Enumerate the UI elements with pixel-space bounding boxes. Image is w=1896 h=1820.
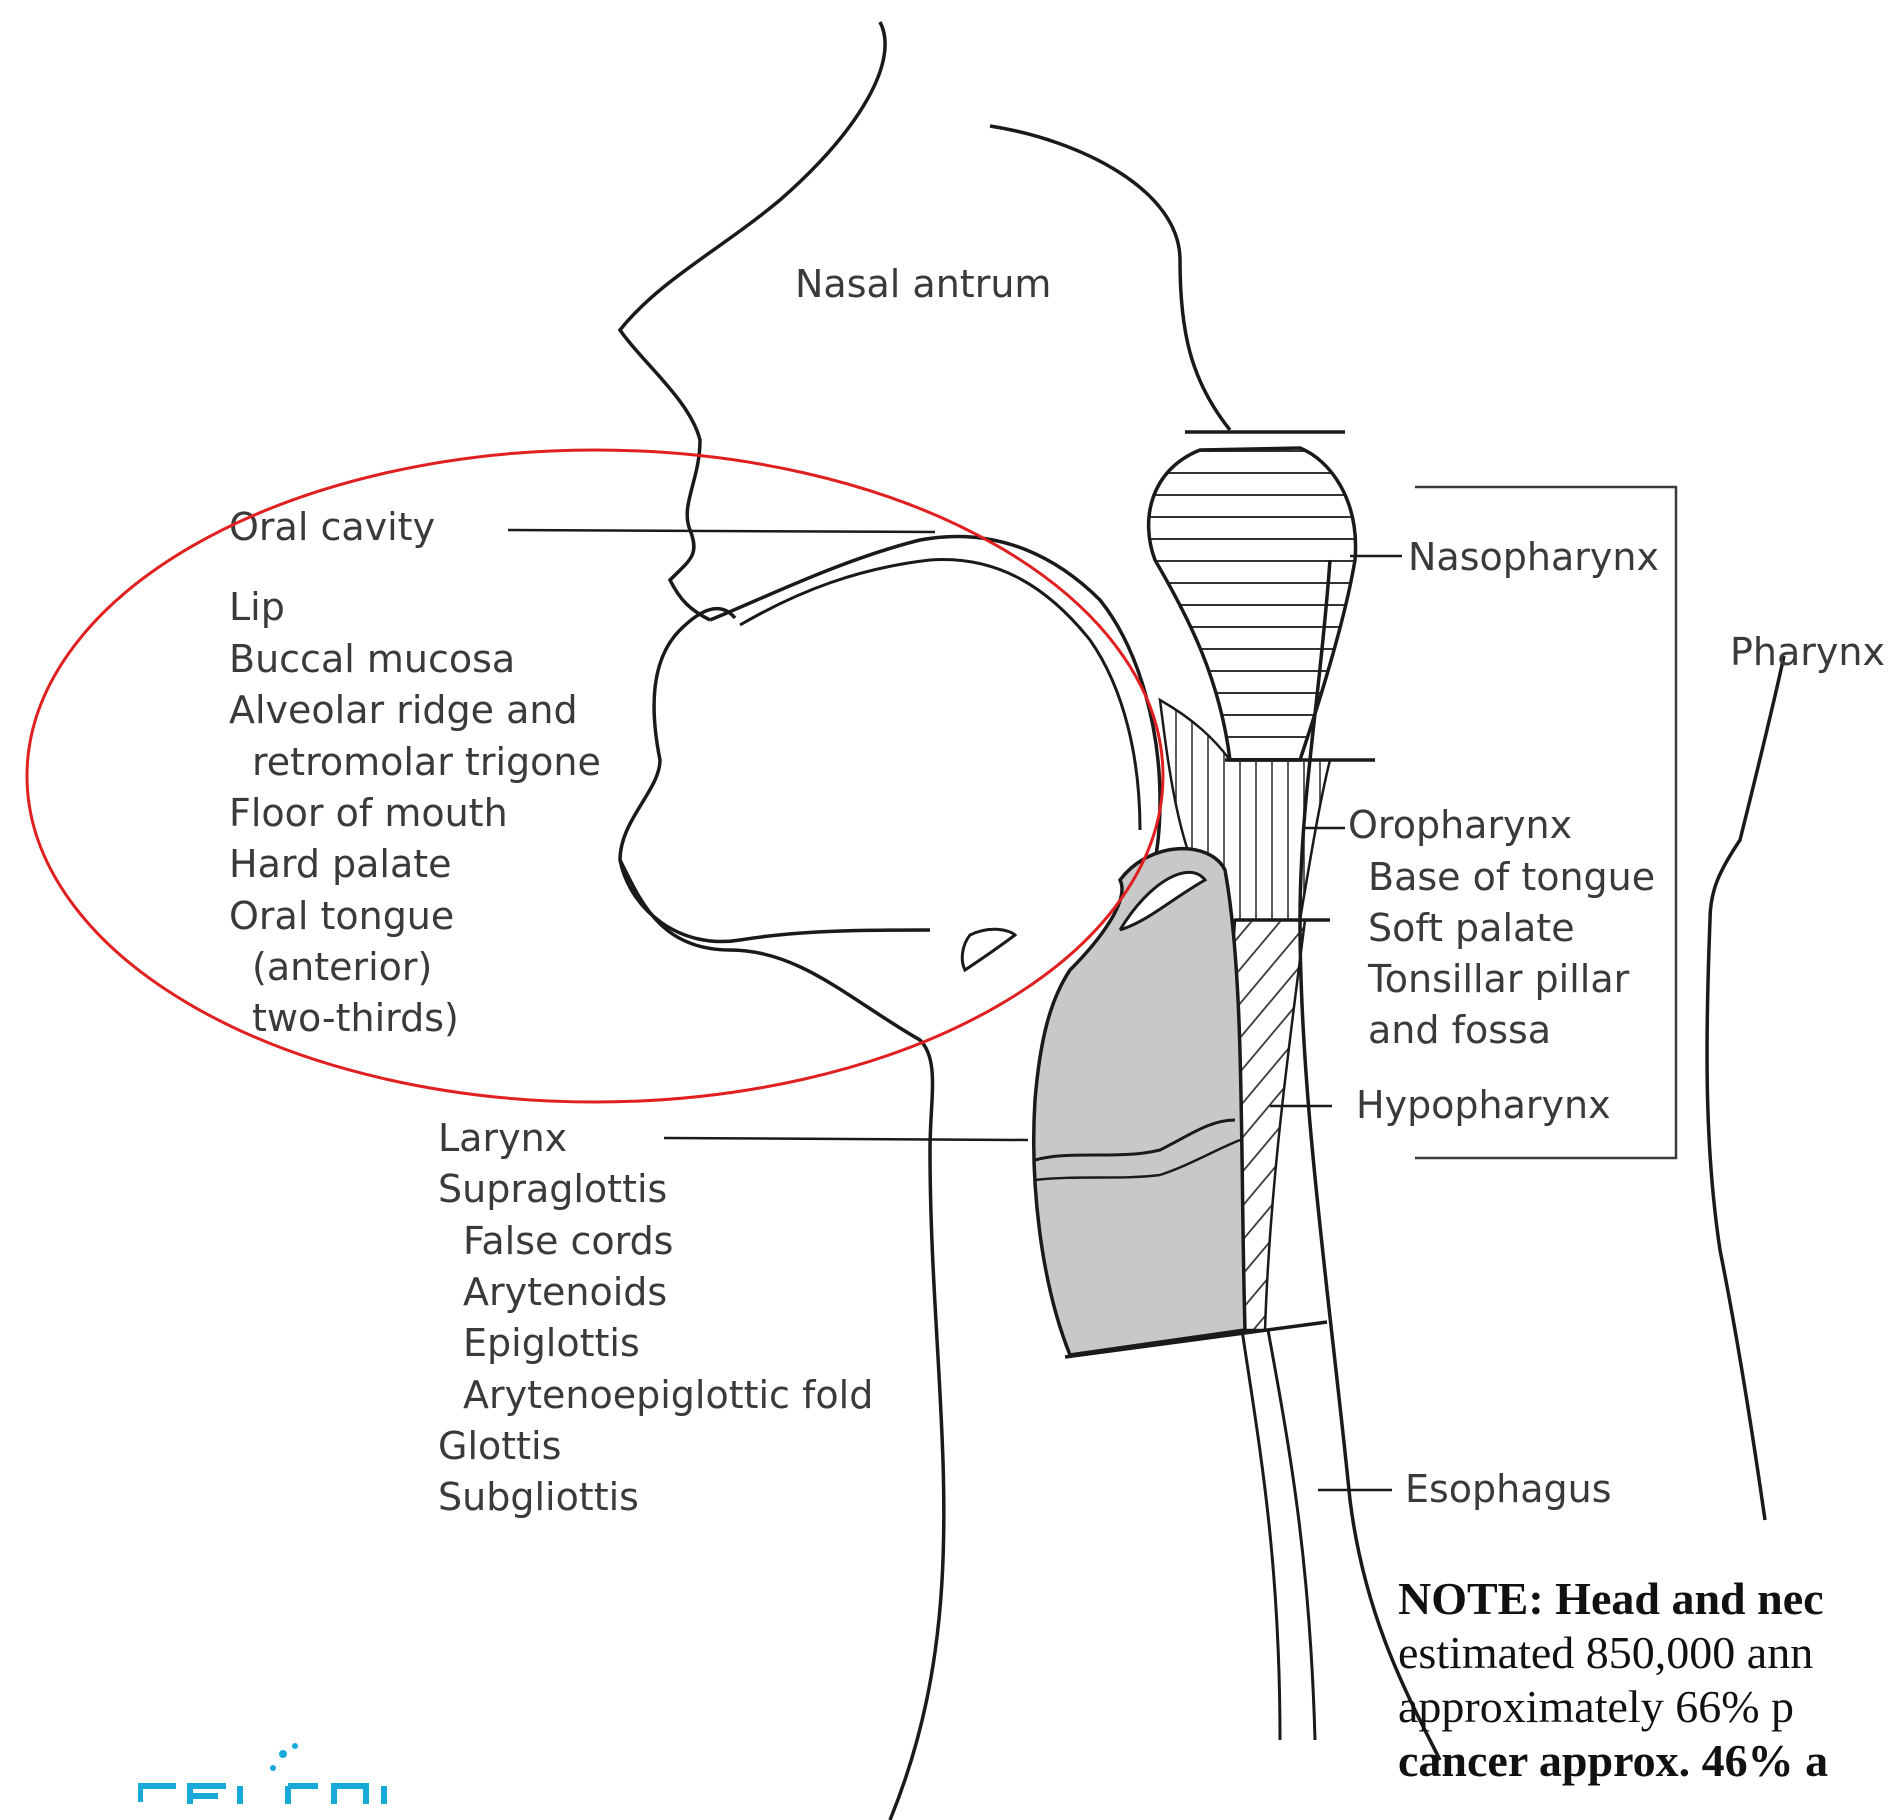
hyoid-bone-outline <box>962 929 1015 970</box>
hypopharynx-label: Hypopharynx <box>1356 1083 1611 1127</box>
oropharynx-item-soft-palate: Soft palate <box>1368 906 1575 950</box>
larynx-item-false-cords: False cords <box>463 1219 673 1263</box>
larynx-item-arytenoids: Arytenoids <box>463 1270 667 1314</box>
larynx-leader <box>664 1138 1028 1140</box>
oral-cavity-leader <box>508 530 935 532</box>
company-logo-icon <box>138 1742 458 1820</box>
chin-outline <box>620 860 944 1820</box>
oral-cavity-item-buccal-mucosa: Buccal mucosa <box>229 637 515 681</box>
oral-cavity-item-lip: Lip <box>229 585 285 629</box>
oral-cavity-item-two-thirds: two-thirds) <box>252 996 459 1040</box>
larynx-item-arytenoepiglottic-fold: Arytenoepiglottic fold <box>463 1373 873 1417</box>
oral-cavity-item-retromolar-trigone: retromolar trigone <box>252 740 601 784</box>
esophagus-label: Esophagus <box>1405 1467 1612 1511</box>
note-line-2: estimated 850,000 ann <box>1398 1626 1896 1680</box>
palate-inner-outline <box>740 560 1140 830</box>
larynx-item-subgliottis: Subgliottis <box>438 1475 639 1519</box>
oral-cavity-item-anterior: (anterior) <box>252 945 432 989</box>
esophagus-right-wall <box>1268 1330 1315 1740</box>
note-text-block: NOTE: Head and nec estimated 850,000 ann… <box>1398 1572 1896 1788</box>
note-line-4: cancer approx. 46% a <box>1398 1734 1896 1788</box>
oral-cavity-item-oral-tongue: Oral tongue <box>229 894 454 938</box>
oropharynx-item-tonsillar-pillar: Tonsillar pillar <box>1367 957 1630 1001</box>
tongue-outline <box>620 609 930 942</box>
esophagus-left-wall <box>1242 1330 1280 1740</box>
oropharynx-item-base-of-tongue: Base of tongue <box>1368 855 1655 899</box>
larynx-title: Larynx <box>438 1116 567 1160</box>
larynx-item-epiglottis: Epiglottis <box>463 1321 640 1365</box>
note-line-1: NOTE: Head and nec <box>1398 1572 1896 1626</box>
pharynx-label: Pharynx <box>1730 630 1885 674</box>
oral-cavity-item-hard-palate: Hard palate <box>229 842 452 886</box>
larynx-region <box>1034 849 1245 1355</box>
right-side-contour <box>1707 656 1784 1520</box>
oropharynx-title: Oropharynx <box>1348 803 1572 847</box>
oropharynx-item-and-fossa: and fossa <box>1368 1008 1551 1052</box>
note-line-3: approximately 66% p <box>1398 1680 1896 1734</box>
oral-cavity-item-alveolar-ridge: Alveolar ridge and <box>229 688 578 732</box>
oral-cavity-item-floor-of-mouth: Floor of mouth <box>229 791 508 835</box>
larynx-item-supraglottis: Supraglottis <box>438 1167 667 1211</box>
palate-outline <box>710 536 1160 930</box>
larynx-item-glottis: Glottis <box>438 1424 561 1468</box>
nasopharynx-label: Nasopharynx <box>1408 535 1659 579</box>
nasal-antrum-label: Nasal antrum <box>795 262 1051 306</box>
